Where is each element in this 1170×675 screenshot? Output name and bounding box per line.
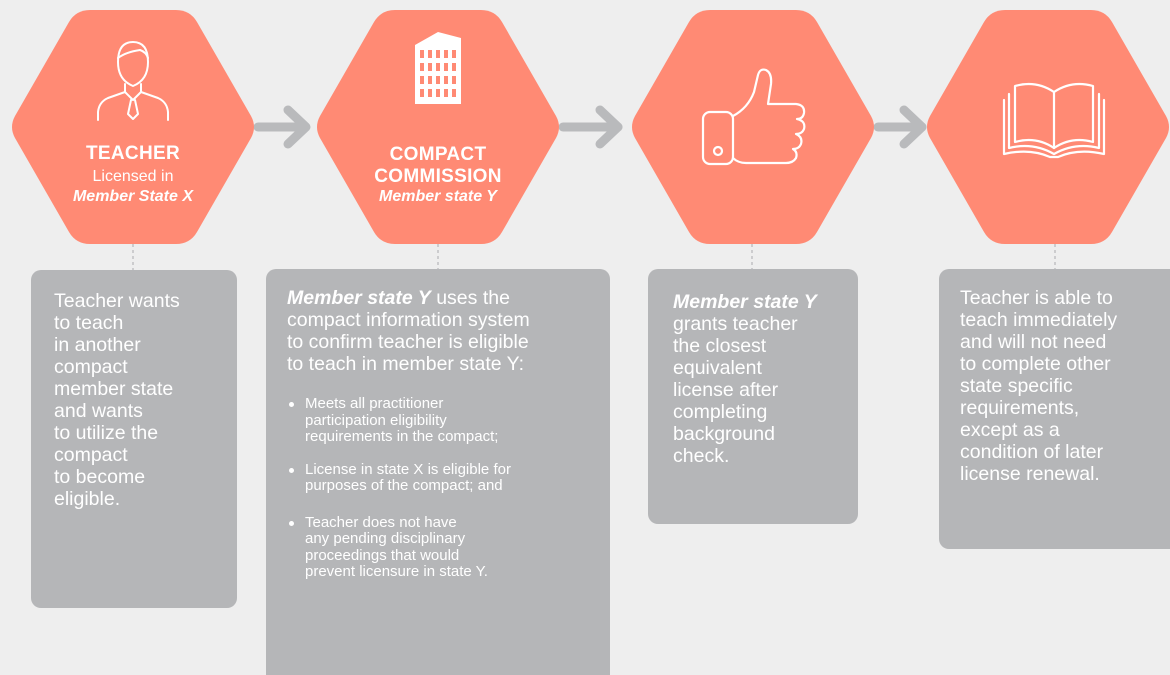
eligibility-item: Teacher does not have any pending discip… bbox=[287, 514, 594, 581]
teacher-title: TEACHER bbox=[86, 143, 180, 164]
hexagon-member-state bbox=[632, 10, 874, 244]
arrow-3 bbox=[873, 105, 927, 149]
teacher-title-block: TEACHER Licensed in Member State X bbox=[50, 143, 216, 207]
eligibility-item: License in state X is eligible for purpo… bbox=[287, 461, 594, 495]
step-2-card: Member state Y uses the compact informat… bbox=[266, 269, 610, 675]
step-4-text: Teacher is able to teach immediately and… bbox=[960, 287, 1118, 485]
hexagon-teach bbox=[927, 10, 1169, 244]
step-1-card: Teacher wants to teach in another compac… bbox=[31, 270, 237, 608]
commission-subtitle-italic: Member state Y bbox=[379, 188, 497, 205]
arrow-2 bbox=[558, 105, 623, 149]
step-3-body: grants teacher the closest equivalent li… bbox=[673, 313, 798, 467]
teacher-icon bbox=[97, 41, 169, 121]
eligibility-item: Meets all practitioner participation eli… bbox=[287, 395, 594, 446]
building-icon bbox=[415, 32, 461, 104]
arrow-1 bbox=[253, 105, 311, 149]
commission-title: COMPACT COMMISSION bbox=[374, 144, 502, 187]
step-4-card: Teacher is able to teach immediately and… bbox=[939, 269, 1170, 549]
step-2-text: Member state Y uses the compact informat… bbox=[287, 287, 594, 375]
hexagon-teacher bbox=[12, 10, 254, 244]
step-2-lead: Member state Y bbox=[287, 287, 431, 309]
book-icon bbox=[1002, 82, 1106, 159]
step-3-card: Member state Y grants teacher the closes… bbox=[648, 269, 858, 524]
thumbs-up-icon bbox=[701, 68, 806, 166]
step-1-text: Teacher wants to teach in another compac… bbox=[54, 290, 180, 510]
hexagon-compact-commission bbox=[317, 10, 559, 244]
step-3-lead: Member state Y bbox=[673, 291, 817, 313]
teacher-subtitle: Licensed in bbox=[92, 168, 174, 185]
eligibility-list: Meets all practitioner participation eli… bbox=[287, 395, 594, 581]
teacher-subtitle-italic: Member State X bbox=[72, 188, 194, 205]
commission-title-block: COMPACT COMMISSION Member state Y bbox=[348, 144, 528, 207]
step-2-body: uses the compact information system to c… bbox=[287, 287, 530, 375]
step-3-text: Member state Y grants teacher the closes… bbox=[673, 291, 844, 467]
